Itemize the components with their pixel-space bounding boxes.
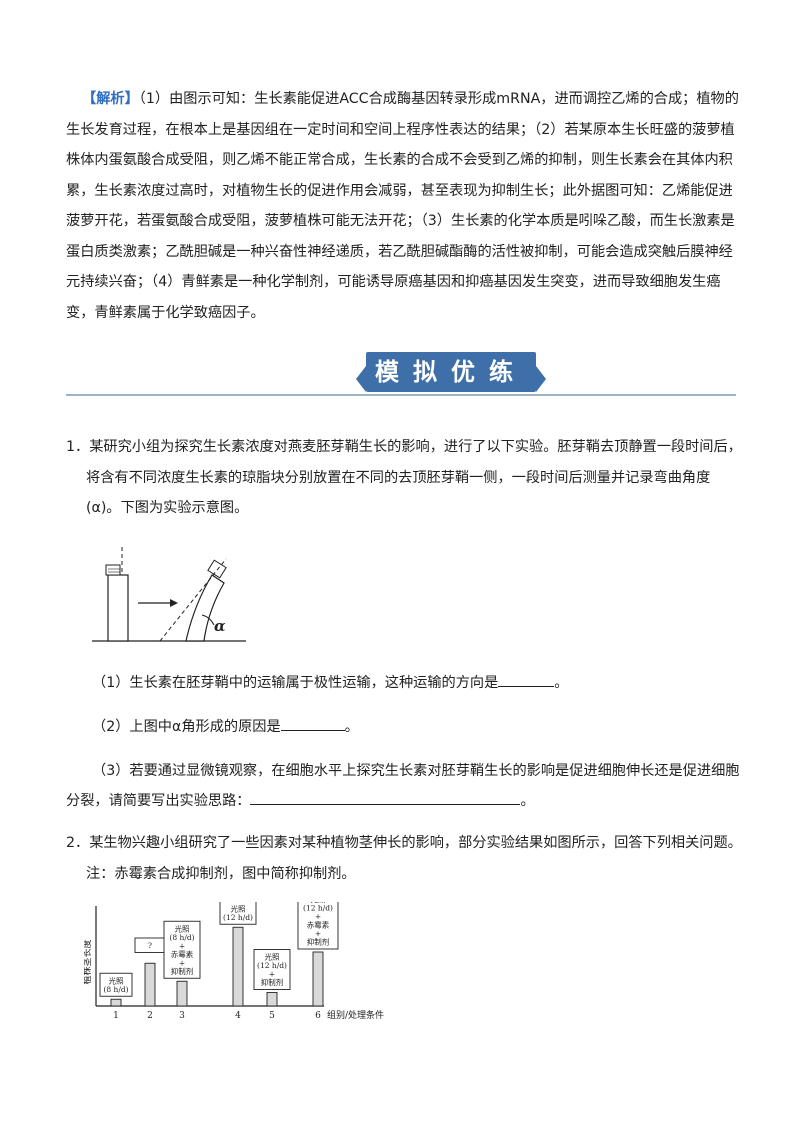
coleoptile-straight [107,574,129,642]
stem-length-chart: 植株茎长度 组别/处理条件 1光照(8 h/d)2?3光照(8 h/d)+赤霉素… [84,902,384,1021]
question-2-line-1: 2．某生物兴趣小组研究了一些因素对某种植物茎伸长的影响，部分实验结果如图所示，回… [66,835,742,851]
x-tick-label: 1 [113,1011,119,1021]
condition-label: 光照 [231,903,246,913]
banner-ribbon: 模拟优练 [356,352,546,392]
analysis-text: （1）由图示可知：生长素能促进ACC合成酶基因转录形成mRNA，进而调控乙烯的合… [66,91,739,321]
condition-box-1 [99,972,133,997]
q1-sub-1: （1）生长素在胚芽鞘中的运输属于极性运输，这种运输的方向是。 [92,668,742,698]
alpha-label: α [214,617,226,635]
condition-label: (8 h/d) [103,985,128,994]
condition-label: (12 h/d) [257,961,287,970]
analysis-tag: 【解析】 [82,91,139,107]
bar-6 [312,951,324,1007]
condition-box-5 [253,949,291,990]
question-1-line-3: (α)。下图为实验示意图。 [86,500,249,516]
condition-label: (12 h/d) [223,913,253,922]
condition-box-3 [163,920,201,979]
angle-dash [159,558,227,642]
question-1-line-2: 将含有不同浓度生长素的琼脂块分别放置在不同的去顶胚芽鞘一侧，一段时间后测量并记录… [86,469,711,486]
q1-sub-3: （3）若要通过显微镜观察，在细胞水平上探究生长素对胚芽鞘生长的影响是促进细胞伸长… [66,763,740,809]
condition-label: + [315,912,321,921]
bar-2 [144,962,156,1007]
condition-label: 抑制剂 [171,966,194,976]
bar-3 [176,980,188,1007]
answer-blank-2[interactable] [280,714,345,731]
condition-label: 光照 [175,923,190,933]
condition-label: 光照 [311,902,326,904]
question-2: 2．某生物兴趣小组研究了一些因素对某种植物茎伸长的影响，部分实验结果如图所示，回… [66,828,746,889]
condition-label: (8 h/d) [169,933,194,942]
x-tick-label: 2 [147,1011,153,1021]
coleoptile-bent [185,574,225,642]
condition-label: + [269,970,275,979]
x-tick-label: 3 [179,1011,185,1021]
condition-label: 赤霉素 [171,949,194,959]
bar-5 [266,992,278,1007]
condition-label: 抑制剂 [307,937,330,947]
condition-label: + [179,958,185,967]
coleoptile-figure: α [92,547,246,642]
bar-1 [110,998,122,1007]
x-axis-label: 组别/处理条件 [327,1009,384,1021]
condition-label: ? [148,941,152,950]
bar-4 [232,926,244,1007]
question-1: 1．某研究小组为探究生长素浓度对燕麦胚芽鞘生长的影响，进行了以下实验。胚芽鞘去顶… [66,432,746,524]
x-tick-label: 4 [235,1011,241,1021]
q1-sub-2: （2）上图中α角形成的原因是。 [92,712,742,742]
condition-label: 赤霉素 [307,920,330,930]
condition-box-6 [297,902,339,950]
banner-title: 模拟优练 [375,358,527,386]
question-1-line-1: 1．某研究小组为探究生长素浓度对燕麦胚芽鞘生长的影响，进行了以下实验。胚芽鞘去顶… [66,439,742,455]
y-axis-label: 植株茎长度 [84,939,93,984]
answer-blank-1[interactable] [498,670,555,687]
condition-label: (12 h/d) [303,904,333,913]
condition-box-4 [219,902,257,925]
condition-label: 光照 [265,952,280,962]
condition-label: 抑制剂 [261,977,284,987]
condition-label: 光照 [109,975,124,985]
x-tick-label: 5 [269,1011,275,1021]
condition-label: + [315,929,321,938]
condition-label: + [179,941,185,950]
section-banner: 模拟优练 [66,352,736,402]
answer-blank-3[interactable] [250,788,521,805]
x-tick-label: 6 [315,1011,321,1021]
question-2-line-2: 注：赤霉素合成抑制剂，图中简称抑制剂。 [86,865,356,882]
banner-line [66,394,736,396]
analysis-paragraph: 【解析】（1）由图示可知：生长素能促进ACC合成酶基因转录形成mRNA，进而调控… [66,84,746,328]
agar-block [105,564,121,576]
